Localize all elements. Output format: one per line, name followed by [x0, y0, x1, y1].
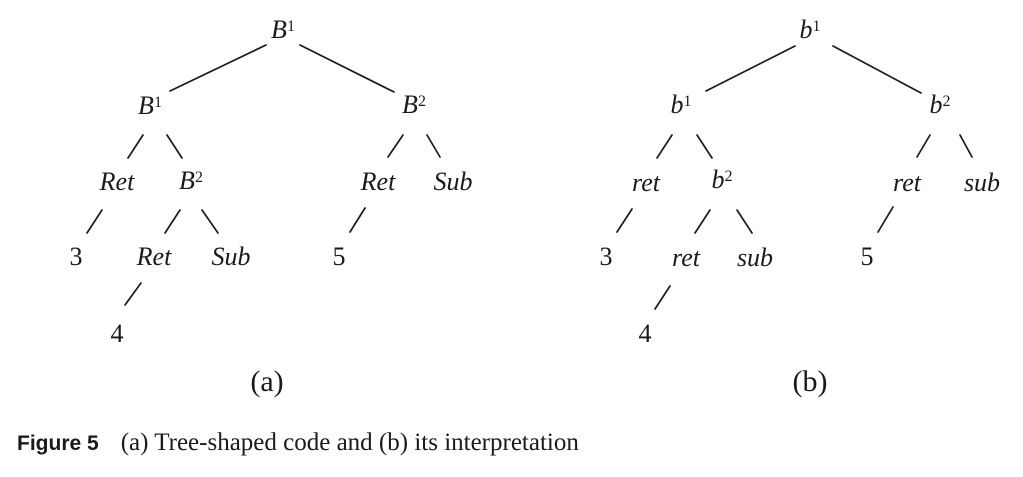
tree-b-edge [656, 134, 673, 159]
tree-a-node-3: 3 [69, 242, 83, 271]
tree-a-node-B1: B1 [138, 91, 162, 120]
figure-caption-text: (a) Tree-shaped code and (b) its interpr… [120, 429, 579, 456]
tree-a-edge [124, 282, 142, 306]
tree-a-edge [349, 207, 366, 233]
node-superscript: 2 [417, 93, 426, 110]
tree-a-node-B2: B2 [402, 90, 426, 119]
tree-b-node-3: 3 [599, 242, 613, 271]
tree-a-edge [426, 134, 441, 158]
node-superscript: 2 [724, 168, 733, 185]
tree-b-edge [705, 45, 796, 92]
tree-a-node-4: 4 [110, 319, 124, 348]
tree-a-node-Ret: Ret [99, 167, 135, 196]
node-superscript: 2 [942, 93, 951, 110]
tree-b-node-ret: ret [672, 243, 700, 272]
figure-caption-label: Figure 5 [17, 432, 99, 455]
tree-b-node-b2: b2 [929, 90, 951, 119]
tree-a-node-Sub: Sub [211, 242, 251, 271]
tree-a-node-Sub: Sub [433, 167, 473, 196]
tree-b-node-5: 5 [860, 242, 874, 271]
tree-a-edge [164, 209, 181, 234]
tree-b-edge [877, 206, 894, 233]
tree-b-edge [832, 45, 922, 94]
tree-b-node-b1: b1 [670, 90, 692, 119]
tree-a-edge [166, 134, 183, 159]
node-superscript: 2 [194, 169, 203, 186]
tree-sublabel-b: (b) [792, 365, 828, 398]
tree-b-node-4: 4 [638, 319, 652, 348]
tree-b-edge [959, 134, 973, 158]
node-superscript: 1 [683, 93, 692, 110]
tree-a-node-Ret: Ret [136, 242, 172, 271]
tree-a-node-B2: B2 [179, 166, 203, 195]
tree-b-node-b2: b2 [711, 165, 733, 194]
tree-a-edge [201, 209, 219, 234]
tree-a-edge [127, 134, 144, 159]
tree-a-node-B1: B1 [271, 15, 295, 44]
tree-b-edge [696, 134, 713, 159]
tree-b-node-b1: b1 [799, 15, 821, 44]
tree-a-edge [299, 44, 395, 93]
tree-b-node-ret: ret [632, 168, 660, 197]
tree-b-node-sub: sub [963, 168, 1001, 197]
figure-caption: Figure 5 (a) Tree-shaped code and (b) it… [17, 429, 579, 457]
tree-b-edge [916, 134, 931, 158]
tree-b-edge [616, 208, 633, 233]
tree-a-edge [86, 209, 103, 234]
node-superscript: 1 [286, 18, 295, 35]
tree-b-edge [694, 209, 711, 234]
node-superscript: 1 [153, 94, 162, 111]
node-superscript: 1 [812, 18, 821, 35]
tree-b-node-ret: ret [893, 168, 921, 197]
tree-a-node-5: 5 [332, 242, 346, 271]
tree-b-node-sub: sub [736, 243, 774, 272]
tree-a-node-Ret: Ret [360, 167, 396, 196]
tree-b-edge [736, 209, 753, 234]
tree-sublabel-a: (a) [250, 365, 284, 398]
tree-a-edge [387, 134, 404, 158]
tree-a-edge [169, 44, 267, 92]
tree-b-edge [654, 285, 671, 310]
